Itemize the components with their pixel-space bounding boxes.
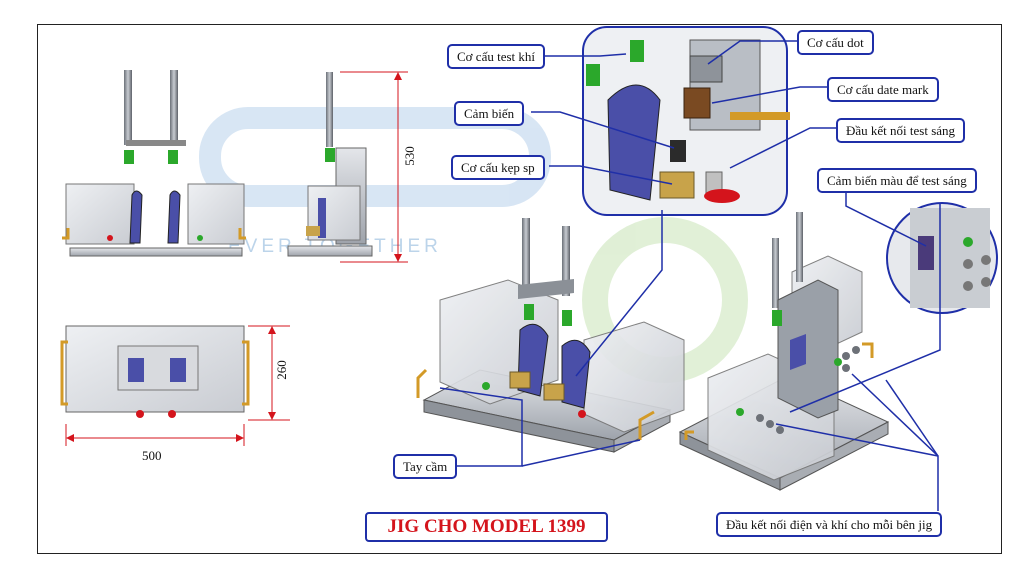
iso-view-front	[416, 218, 685, 453]
top-view	[60, 325, 290, 446]
iso-view-back	[678, 212, 890, 491]
zoom-detail	[582, 26, 790, 216]
callout-dau-ket-noi-test-sang: Đầu kết nối test sáng	[836, 118, 966, 143]
diagram-title: JIG CHO MODEL 1399	[365, 512, 608, 542]
front-view	[62, 70, 246, 257]
callout-dau-ket-noi-dien-khi: Đầu kết nối điện và khí cho mỗi bên jig	[716, 512, 943, 537]
depth-dimension: 260	[273, 360, 289, 380]
callout-cam-bien: Cảm biến	[454, 101, 525, 126]
callout-test-khi: Cơ cấu test khí	[447, 44, 545, 69]
callout-dot: Cơ cấu dot	[797, 30, 874, 55]
callout-kep-sp: Cơ cấu kẹp sp	[451, 155, 545, 180]
width-dimension: 500	[142, 448, 162, 463]
side-view	[287, 71, 408, 263]
callout-tay-cam: Tay cầm	[393, 454, 458, 479]
zoom-circle	[886, 202, 998, 314]
leader-lines	[439, 40, 941, 511]
height-dimension: 530	[401, 146, 417, 166]
callout-date-mark: Cơ cấu date mark	[827, 77, 939, 102]
callout-cam-bien-mau: Cảm biến màu để test sáng	[817, 168, 977, 193]
